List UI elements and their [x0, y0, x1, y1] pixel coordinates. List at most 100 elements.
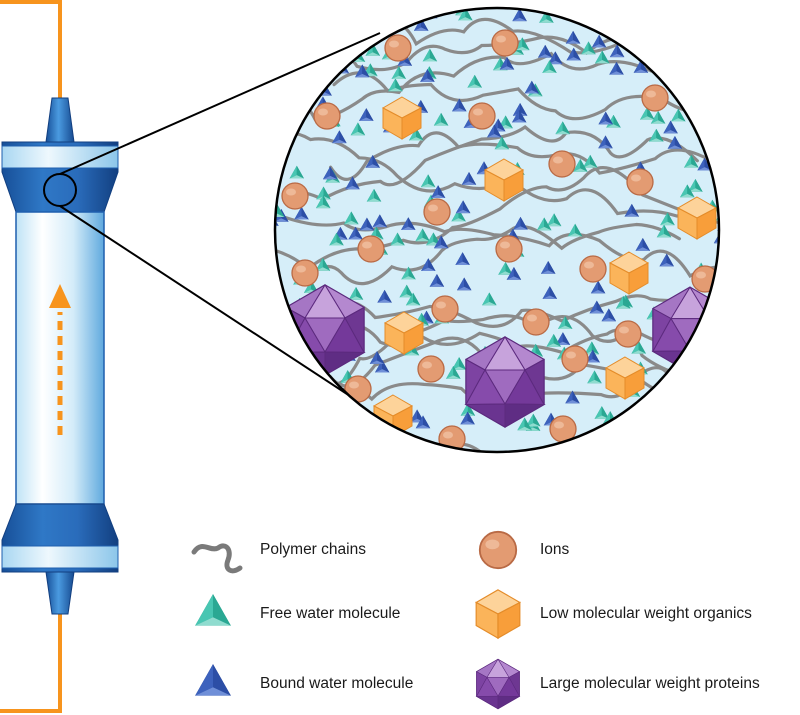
free-water-molecule [415, 443, 430, 452]
free-water-molecule [293, 43, 309, 57]
zoom-view [273, 6, 721, 454]
free-water-molecule [319, 8, 335, 17]
ion [491, 29, 519, 57]
free-water-molecule [674, 438, 689, 452]
zoom-line-top [59, 32, 381, 175]
bound-water-molecule [713, 409, 719, 423]
bound-water-molecule [667, 433, 682, 446]
ion [641, 84, 669, 112]
free-water-molecule [368, 8, 384, 14]
bound-water-molecule [692, 8, 707, 12]
bound-water-molecule [534, 8, 550, 12]
bound-water-molecule [570, 8, 586, 12]
ion [291, 259, 319, 287]
free-water-molecule [346, 20, 362, 34]
chromatography-column [1, 97, 119, 615]
legend-label-polymer: Polymer chains [260, 541, 366, 558]
legend-item-low-mw: Low molecular weight organics [532, 594, 752, 634]
ion [281, 182, 309, 210]
ion [423, 198, 451, 226]
ion [417, 355, 445, 383]
free-water-molecule [703, 441, 718, 452]
ion [522, 308, 550, 336]
polymer-chain [329, 131, 719, 181]
free-water-molecule [625, 416, 640, 430]
legend-label-bound-water: Bound water molecule [260, 675, 414, 692]
polymer-chain [304, 222, 681, 286]
bound-water-molecule [699, 337, 715, 351]
ion [548, 150, 576, 178]
bound-water-molecule [391, 8, 406, 19]
free-water-molecule [275, 10, 284, 24]
free-water-molecule [277, 97, 292, 111]
legend-label-large-mw: Large molecular weight proteins [540, 675, 760, 692]
bound-water-molecule [275, 302, 281, 316]
legend-icons [191, 530, 521, 710]
column-top-band [1, 145, 119, 169]
ion [561, 345, 589, 373]
free-water-molecule [312, 433, 328, 447]
free-water-icon [195, 594, 231, 626]
free-water-molecule [627, 8, 643, 18]
ion [344, 375, 372, 403]
column-bottom-tip [45, 571, 75, 615]
bound-water-molecule [329, 434, 345, 448]
ion-icon [478, 530, 518, 570]
bound-water-icon [195, 664, 231, 696]
free-water-molecule [637, 405, 652, 418]
bound-water-molecule [638, 47, 653, 60]
ion [313, 102, 341, 130]
bound-water-molecule [692, 340, 707, 354]
legend-label-free-water: Free water molecule [260, 605, 401, 622]
bound-water-molecule [275, 444, 287, 452]
free-water-molecule [712, 82, 719, 96]
legend-item-polymer: Polymer chains [252, 530, 366, 570]
bound-water-molecule [689, 25, 704, 39]
free-water-molecule [718, 189, 719, 203]
tubing-top [0, 0, 62, 102]
legend-label-ions: Ions [540, 541, 570, 558]
bound-water-molecule [328, 9, 343, 22]
ion [431, 295, 459, 323]
free-water-molecule [705, 44, 719, 58]
bound-water-molecule [706, 8, 719, 14]
bound-water-molecule [349, 430, 364, 444]
free-water-molecule [670, 18, 685, 32]
ion [626, 168, 654, 196]
ion [468, 102, 496, 130]
tubing-bottom [0, 610, 62, 713]
bound-water-molecule [275, 258, 278, 272]
legend-item-ions: Ions [532, 530, 569, 570]
ion [357, 235, 385, 263]
free-water-molecule [275, 382, 287, 395]
polymer-chain [275, 166, 701, 272]
ion [384, 34, 412, 62]
free-water-molecule [304, 8, 319, 20]
ion [495, 235, 523, 263]
ion [614, 320, 642, 348]
free-water-molecule [591, 8, 607, 18]
polymer-chain-icon [191, 543, 243, 574]
free-water-molecule [387, 429, 403, 443]
free-water-molecule [713, 286, 719, 300]
column-bottom-band [1, 545, 119, 569]
bound-water-molecule [276, 418, 292, 432]
free-water-molecule [707, 301, 719, 315]
legend-item-bound-water: Bound water molecule [252, 664, 413, 704]
free-water-molecule [290, 81, 306, 95]
flow-arrow-head [49, 284, 71, 308]
free-water-molecule [601, 13, 616, 27]
free-water-molecule [666, 50, 682, 63]
free-water-molecule [388, 442, 404, 452]
legend-item-free-water: Free water molecule [252, 594, 400, 634]
bound-water-molecule [275, 372, 279, 386]
ion [579, 255, 607, 283]
column-top-tip [45, 97, 75, 143]
bound-water-molecule [642, 28, 658, 41]
bound-water-molecule [680, 29, 695, 43]
organic-cube-icon [475, 589, 521, 639]
legend-label-low-mw: Low molecular weight organics [540, 605, 752, 622]
zoom-line-bottom [59, 205, 351, 397]
bound-water-molecule [645, 435, 661, 449]
